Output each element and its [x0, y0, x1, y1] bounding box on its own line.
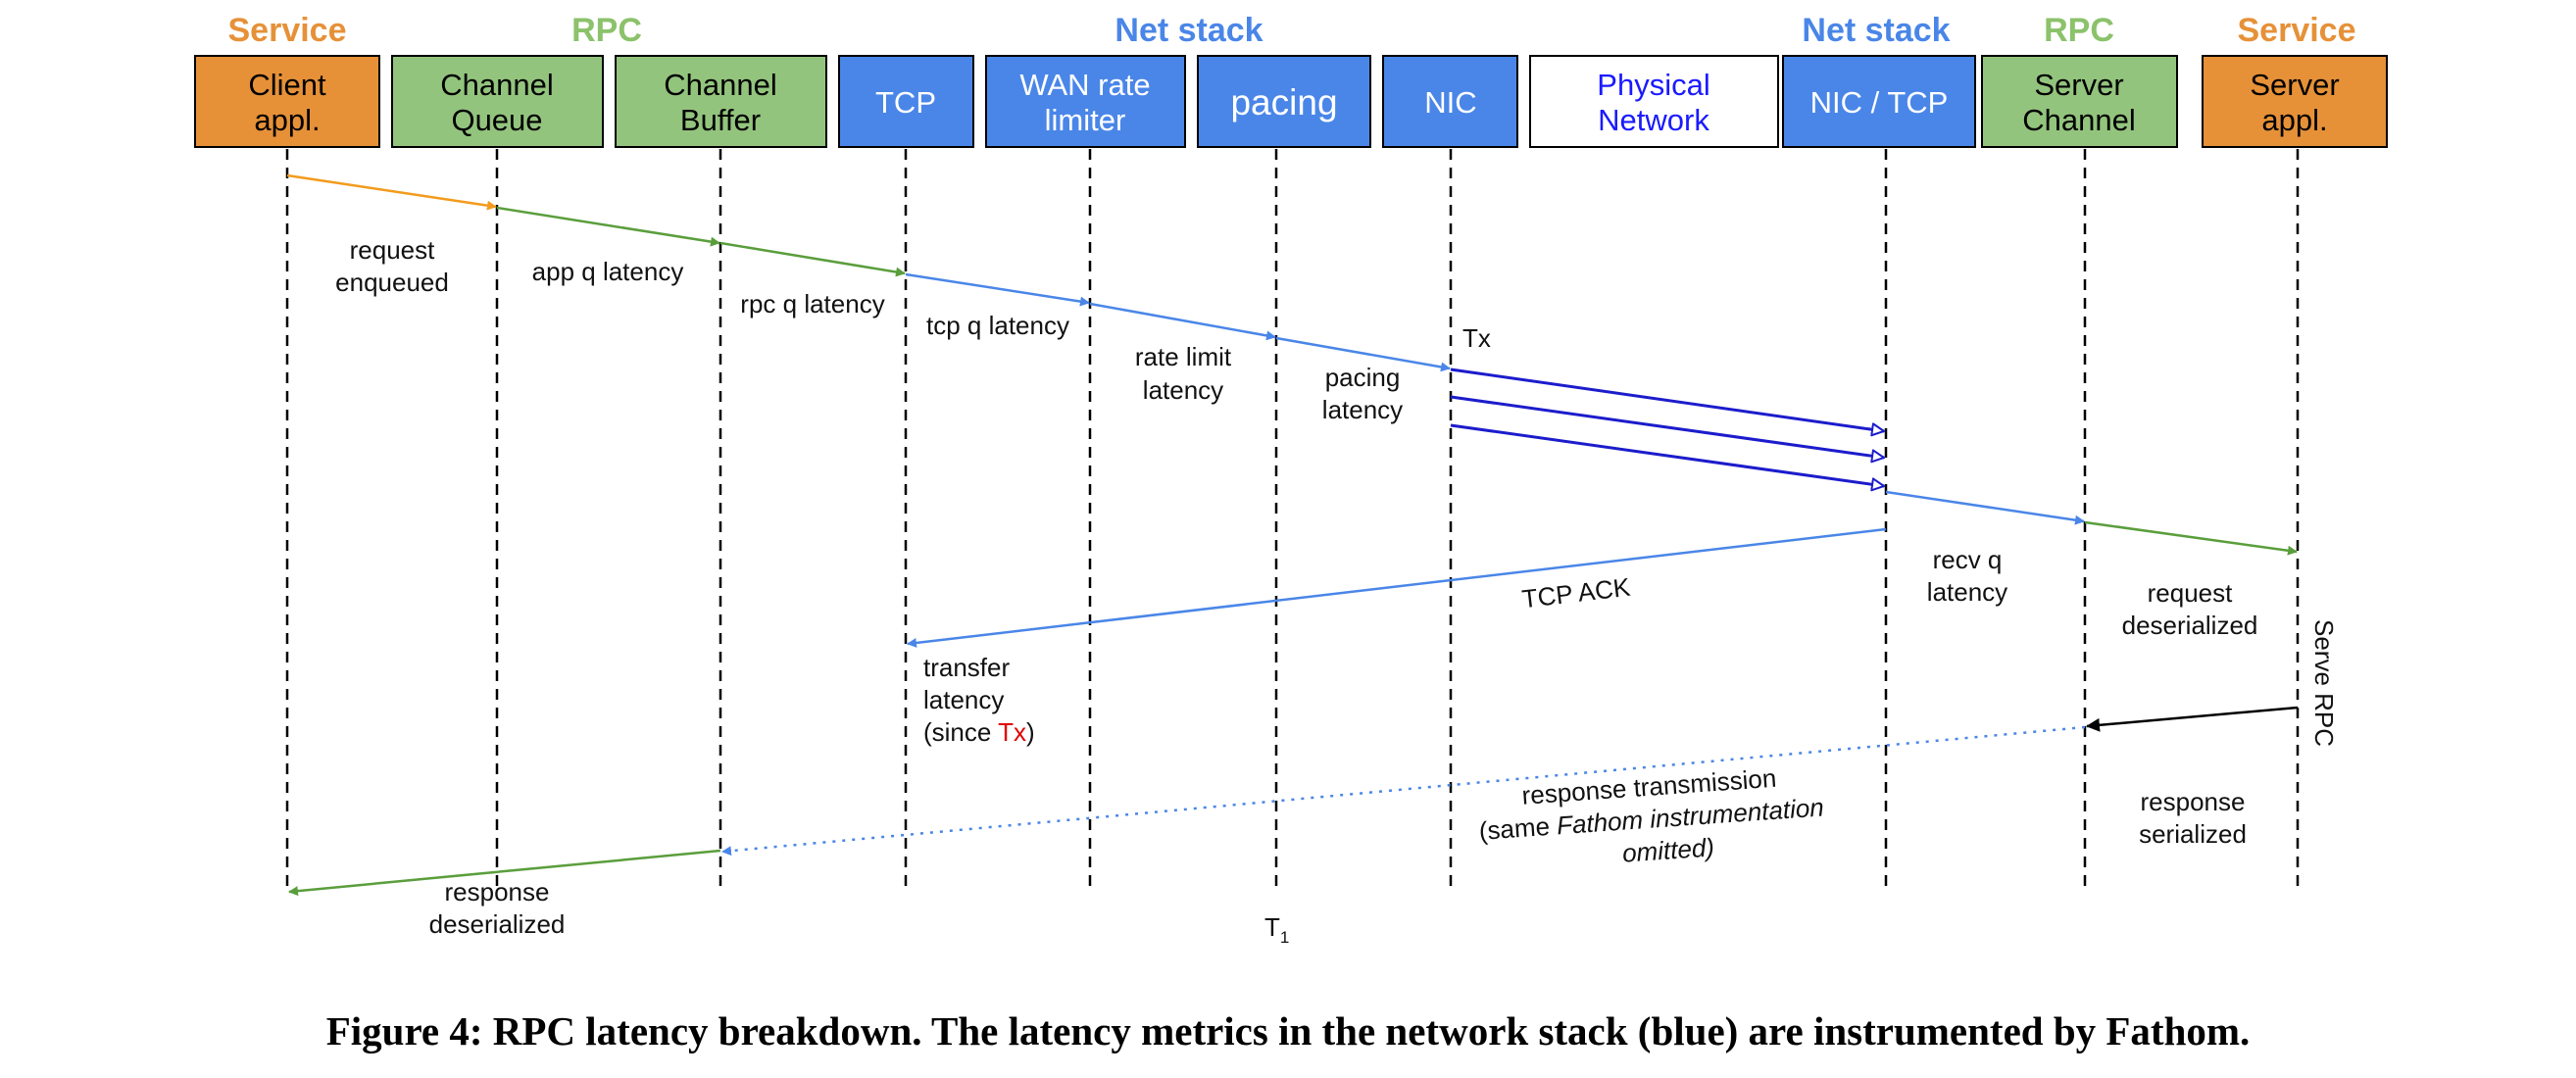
- group-title-service-right: Service: [2238, 12, 2356, 49]
- arrow-nic-to-nictcp-3: [1450, 423, 1884, 486]
- label-rate-limit-latency: rate limit: [1135, 342, 1232, 371]
- label-request-deserialized: request: [2148, 578, 2233, 608]
- label-app-q-latency: app q latency: [532, 257, 684, 286]
- component-label: pacing: [1230, 82, 1337, 122]
- component-nic-tcp: NIC / TCP: [1782, 55, 1976, 148]
- component-label: NIC / TCP: [1810, 85, 1949, 120]
- group-title-rpc-left: RPC: [571, 12, 642, 49]
- component-label: NIC: [1424, 85, 1476, 120]
- label-t1: T1: [1264, 912, 1289, 947]
- label-transfer-latency: transfer: [923, 653, 1010, 682]
- arrow-wan-to-pacing: [1089, 302, 1276, 341]
- component-physical-network: Physical Network: [1529, 55, 1779, 148]
- label-tcp-ack: TCP ACK: [1520, 572, 1632, 614]
- component-label: Channel: [440, 68, 553, 102]
- component-label: limiter: [1045, 103, 1126, 137]
- components: Client appl. Channel Queue Channel Buffe…: [194, 55, 2388, 148]
- label-rpc-q-latency: rpc q latency: [740, 289, 884, 318]
- component-client-appl: Client appl.: [194, 55, 380, 148]
- label-tcp-q-latency: tcp q latency: [926, 311, 1069, 340]
- component-label: Server: [2250, 68, 2339, 102]
- label-serve-rpc: Serve RPC: [2309, 619, 2339, 747]
- arrow-pacing-to-nic: [1275, 336, 1451, 372]
- arrow-serve-rpc: [2086, 706, 2299, 732]
- group-title-net-right: Net stack: [1802, 12, 1950, 49]
- figure-caption: Figure 4: RPC latency breakdown. The lat…: [325, 1008, 2251, 1054]
- component-server-appl: Server appl.: [2202, 55, 2388, 148]
- component-tcp: TCP: [838, 55, 974, 148]
- label-request-enqueued: enqueued: [335, 268, 449, 297]
- label-pacing-latency: pacing: [1325, 363, 1401, 392]
- arrow-nic-to-nictcp-1: [1450, 368, 1884, 431]
- component-channel-buffer: Channel Buffer: [615, 55, 827, 148]
- label-response-deserialized: response: [445, 877, 550, 906]
- component-label: TCP: [875, 85, 936, 120]
- label-response-serialized: serialized: [2139, 819, 2247, 849]
- group-title-service-left: Service: [228, 12, 347, 49]
- arrow-client-to-queue: [286, 173, 497, 211]
- labels: request enqueued app q latency rpc q lat…: [335, 235, 2339, 947]
- component-label: Server: [2034, 68, 2123, 102]
- component-label: Channel: [664, 68, 776, 102]
- component-label: Physical: [1597, 68, 1709, 102]
- component-channel-queue: Channel Queue: [391, 55, 604, 148]
- arrow-nictcp-to-server-channel: [1885, 490, 2085, 525]
- label-request-deserialized: deserialized: [2122, 611, 2258, 640]
- arrow-response-deserialized: [288, 849, 721, 897]
- component-label: appl.: [2261, 103, 2327, 137]
- label-transfer-latency: latency: [923, 685, 1004, 714]
- group-title-rpc-right: RPC: [2044, 12, 2114, 49]
- lifelines: [285, 149, 2300, 887]
- label-response-deserialized: deserialized: [429, 909, 566, 939]
- arrow-server-channel-to-server-appl: [2084, 520, 2298, 556]
- label-response-transmission-line3: omitted): [1621, 832, 1715, 867]
- component-label: Buffer: [680, 103, 761, 137]
- component-pacing: pacing: [1197, 55, 1371, 148]
- arrow-tcp-to-wan: [905, 272, 1090, 307]
- component-label: appl.: [254, 103, 320, 137]
- group-title-net-left: Net stack: [1115, 12, 1263, 49]
- label-response-serialized: response: [2141, 787, 2246, 816]
- label-transfer-latency-since: (since Tx): [923, 717, 1035, 747]
- arrow-tcp-ack: [907, 527, 1887, 648]
- arrow-response-transmission: [721, 725, 2086, 857]
- arrow-queue-to-buffer: [496, 206, 720, 247]
- arrow-nic-to-nictcp-2: [1450, 395, 1884, 458]
- response-path: [288, 527, 2299, 897]
- component-server-channel: Server Channel: [1981, 55, 2178, 148]
- label-pacing-latency: latency: [1322, 395, 1403, 424]
- component-label: Queue: [451, 103, 542, 137]
- component-label: Client: [248, 68, 326, 102]
- component-label: Channel: [2022, 103, 2135, 137]
- group-titles: Service RPC Net stack Net stack RPC Serv…: [228, 12, 2356, 49]
- label-request-enqueued: request: [350, 235, 435, 265]
- component-nic: NIC: [1382, 55, 1518, 148]
- label-recv-q-latency: latency: [1927, 577, 2007, 607]
- label-tx: Tx: [1462, 323, 1491, 353]
- arrow-buffer-to-tcp: [719, 241, 906, 277]
- component-label: Network: [1598, 103, 1709, 137]
- label-recv-q-latency: recv q: [1933, 545, 2003, 574]
- label-rate-limit-latency: latency: [1143, 375, 1223, 405]
- component-wan-rate-limiter: WAN rate limiter: [985, 55, 1186, 148]
- request-path: [286, 173, 2298, 556]
- component-label: WAN rate: [1019, 68, 1150, 102]
